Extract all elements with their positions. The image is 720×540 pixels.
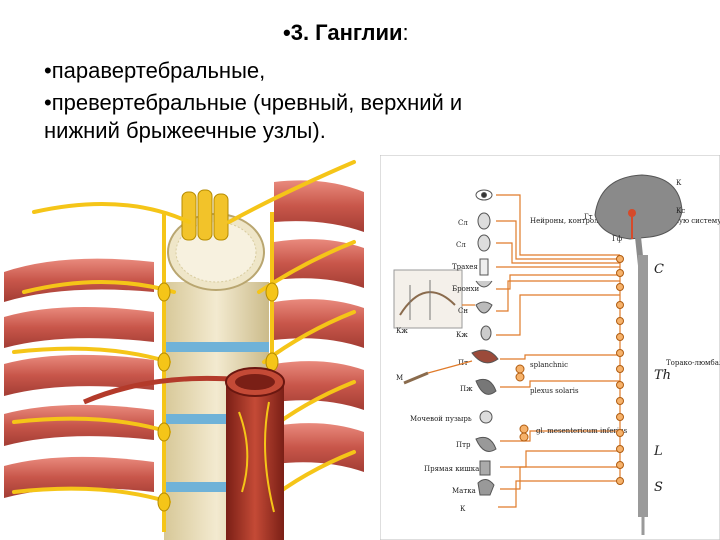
intercostal-artery (83, 375, 245, 405)
label-brain-gt: Гт (584, 213, 593, 221)
heading-colon: : (402, 20, 409, 45)
organ-label: Матка (452, 487, 476, 495)
heading-text: •3. Ганглии (283, 20, 403, 45)
label-thoracolumbar: Торако-люмбальный отдел (666, 359, 720, 367)
right-muscle-bands (274, 180, 364, 472)
label-left-kzh: Кж (396, 327, 408, 335)
prevertebral-ganglia (515, 364, 529, 442)
sympathetic-schematic: Кж М Сл Сл Трахея Бронхи Сн Кж Пт Пж Моч… (380, 155, 720, 540)
spine-illustration (4, 160, 364, 540)
region-c: C (654, 262, 664, 277)
spinal-cord (181, 189, 229, 241)
slide-heading: •3. Ганглии: (283, 20, 409, 46)
organ-label: Прямая кишка (424, 465, 479, 473)
bullet-prevertebral: •превертебральные (чревный, верхний и (44, 90, 463, 115)
organ-label: Мочевой пузырь (410, 415, 472, 423)
region-s: S (654, 480, 663, 495)
label-brain-gf: Гф (612, 235, 623, 243)
organ-label: Сл (456, 241, 466, 249)
organ-label: Птр (456, 441, 471, 449)
inset-skin-drawing: Кж (393, 269, 463, 335)
organ-label: Сн (458, 307, 468, 315)
label-brain-k: К (676, 179, 682, 187)
label-plexus: plexus solaris (530, 387, 579, 395)
region-th: Th (654, 368, 671, 383)
label-left-m: М (396, 374, 403, 382)
organ-label: Сл (458, 219, 468, 227)
label-splanchnic: splanchnic (530, 361, 568, 369)
label-brain-ks: Кс (676, 207, 685, 215)
aorta (225, 367, 285, 540)
organ-label: Трахея (452, 263, 478, 271)
bullet-prevertebral-continued: нижний брыжеечные узлы). (44, 118, 326, 143)
region-l: L (653, 444, 663, 459)
organ-label: К (460, 505, 466, 513)
bullet-paravertebral: •паравертебральные, (44, 58, 266, 83)
left-muscle-bands (4, 258, 154, 498)
chain-ganglia (616, 255, 624, 485)
organ-label: Пж (460, 385, 473, 393)
label-mesenteric: gl. mesentericum inferius (536, 427, 628, 435)
organ-label: Бронхи (452, 285, 479, 293)
spinal-cord-schematic (638, 255, 648, 535)
circuit-lines (427, 194, 621, 508)
organ-glyphs (471, 189, 499, 496)
organ-label: Кж (456, 331, 468, 339)
